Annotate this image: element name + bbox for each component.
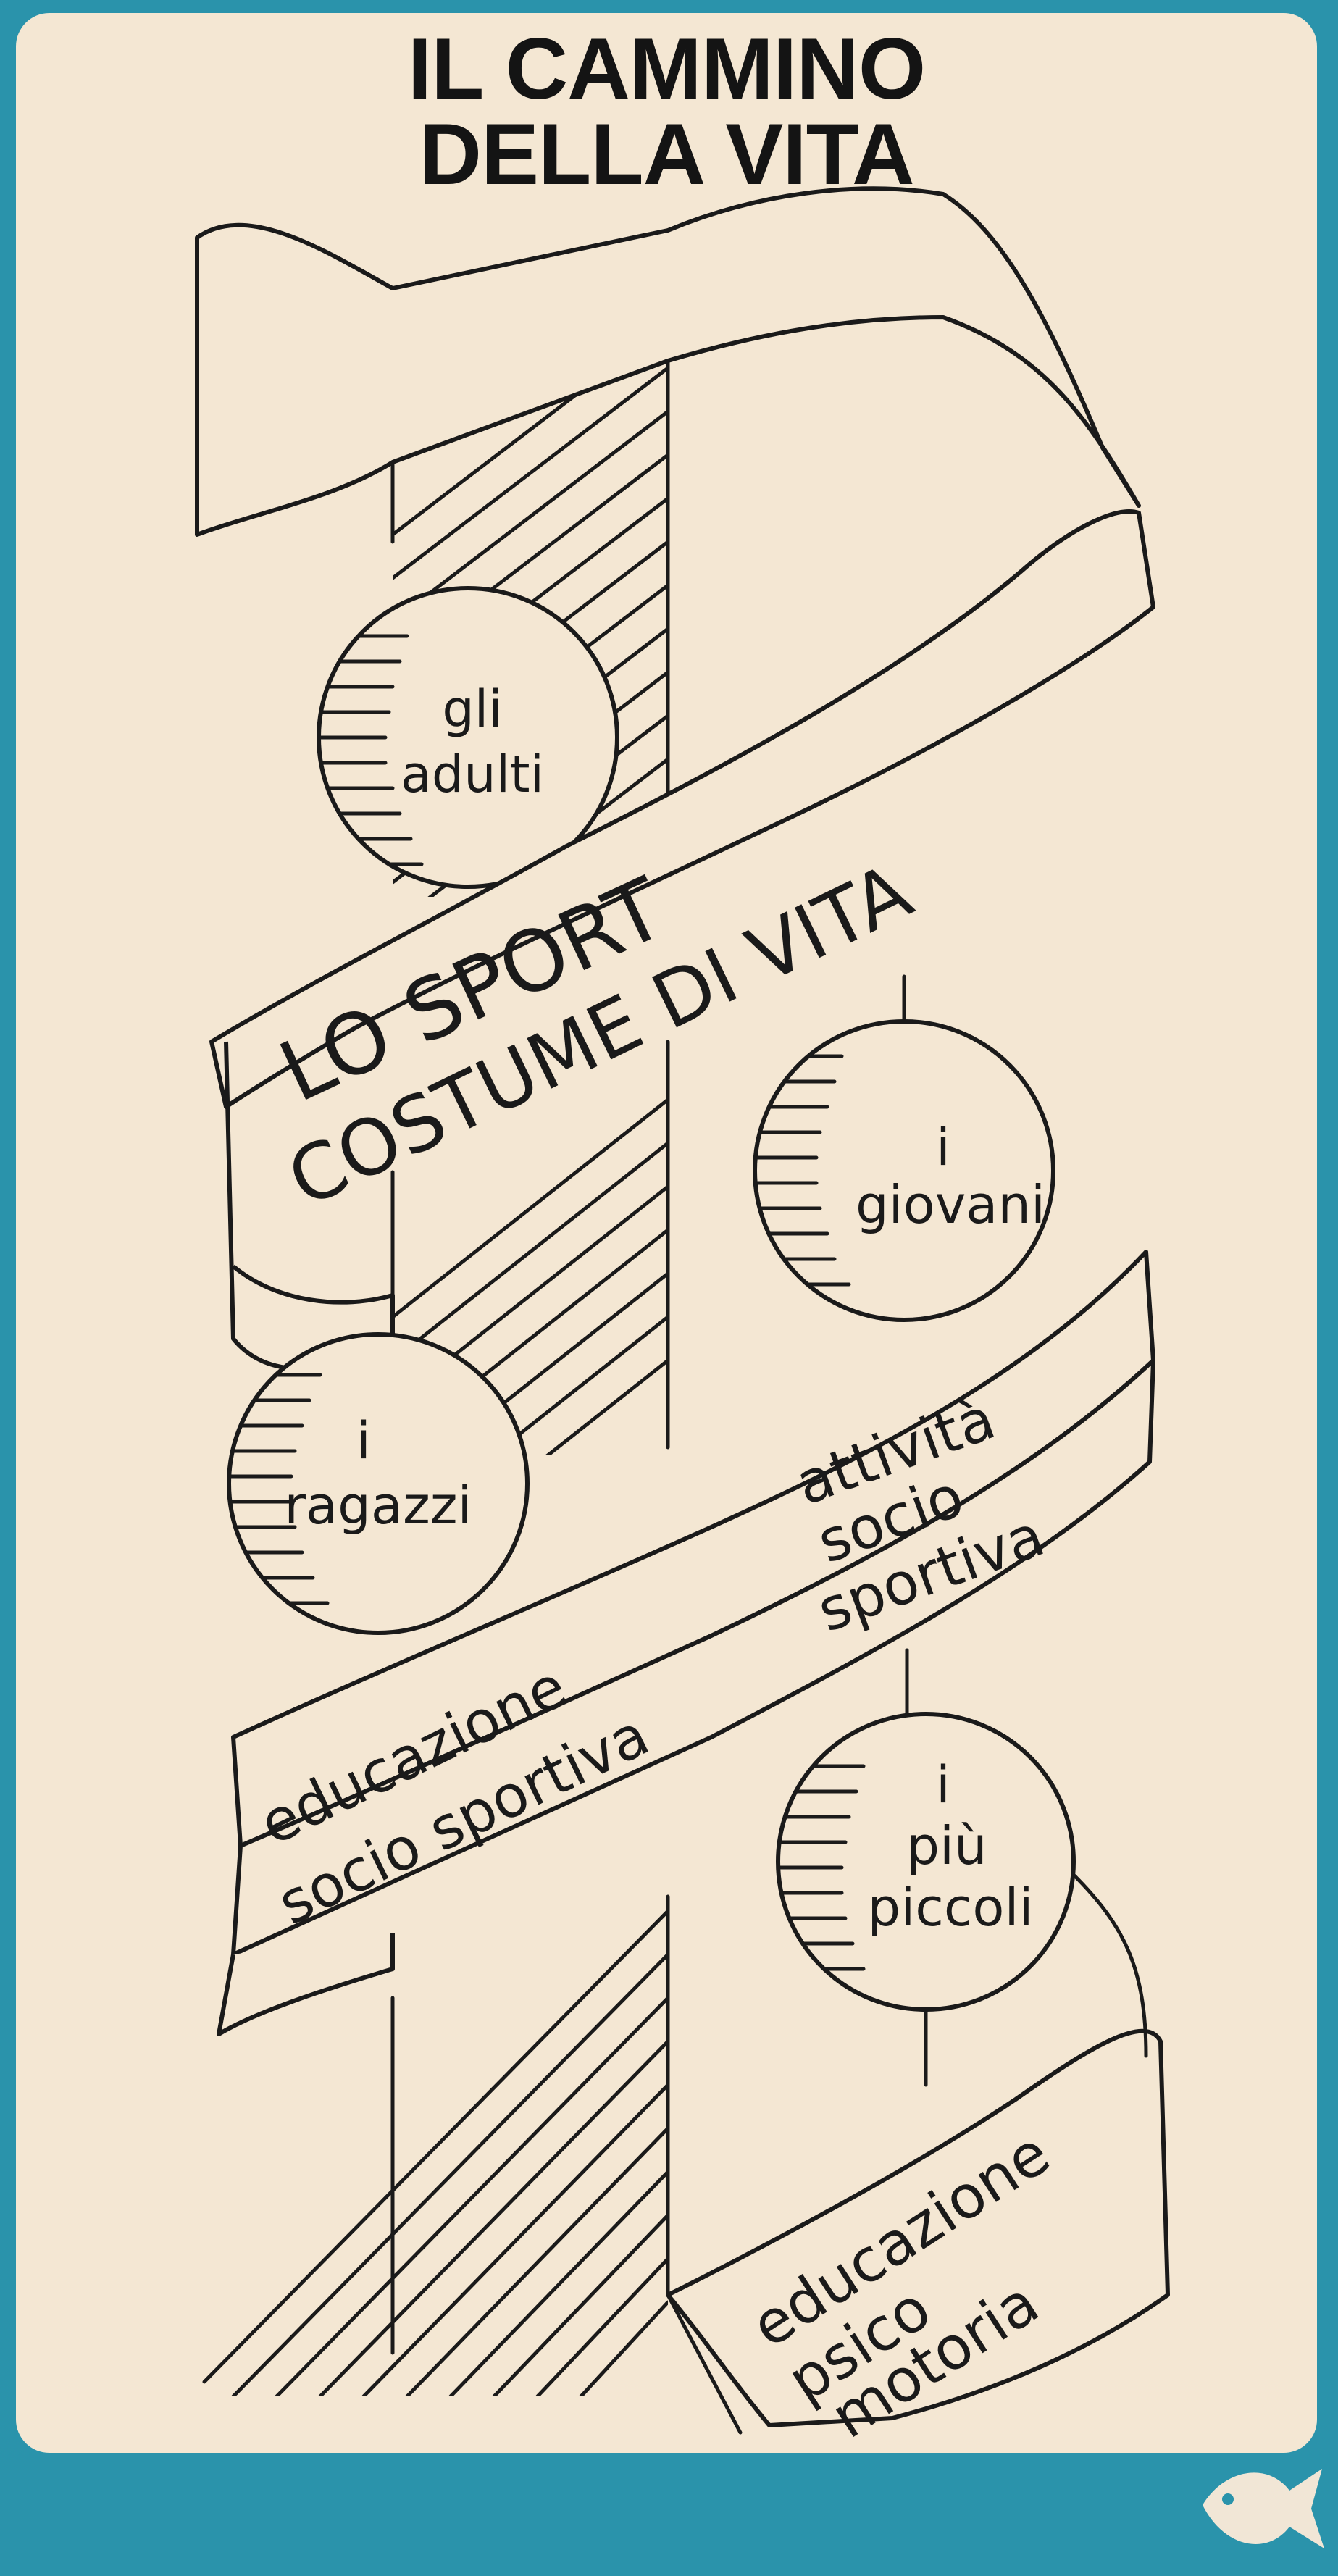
ribbon-lo-sport bbox=[209, 509, 1155, 1109]
circle-little-line-3: piccoli bbox=[868, 1877, 1034, 1938]
column-hatching-middle bbox=[393, 1097, 668, 1455]
ribbon-lower-left-flap bbox=[217, 1933, 395, 2036]
poster-title: IL CAMMINO DELLA VITA bbox=[16, 20, 1317, 203]
title-line-1: IL CAMMINO bbox=[407, 20, 926, 117]
circle-youth-line-1: i bbox=[936, 1118, 950, 1177]
title-line-2: DELLA VITA bbox=[419, 106, 914, 203]
circle-adults: gli adulti bbox=[317, 586, 619, 889]
circle-little-line-2: più bbox=[906, 1815, 987, 1876]
life-path-diagram: gli adulti LO SPORT COSTUME DI VITA i gi… bbox=[195, 186, 1170, 2452]
circle-adults-line-2: adulti bbox=[401, 745, 544, 804]
ribbon-socio-sportiva-lower bbox=[231, 1358, 1155, 1957]
poster-card: IL CAMMINO DELLA VITA bbox=[16, 13, 1317, 2453]
circle-kids: i ragazzi bbox=[227, 1332, 530, 1635]
circle-little-line-1: i bbox=[936, 1755, 950, 1815]
ribbon-top-tail bbox=[195, 186, 1141, 537]
circle-youth-line-2: giovani bbox=[856, 1174, 1045, 1235]
ribbon-psico-motoria bbox=[666, 2028, 1170, 2427]
circle-adults-line-1: gli bbox=[442, 679, 502, 739]
ribbon-bottom-edge bbox=[666, 1873, 1148, 2435]
circle-little: i più piccoli bbox=[776, 1712, 1076, 2012]
fish-icon bbox=[1203, 2469, 1324, 2548]
column-hatching-bottom bbox=[202, 1909, 668, 2396]
circle-kids-line-1: i bbox=[356, 1411, 370, 1471]
circle-kids-line-2: ragazzi bbox=[284, 1475, 472, 1536]
circle-youth: i giovani bbox=[753, 1019, 1055, 1322]
